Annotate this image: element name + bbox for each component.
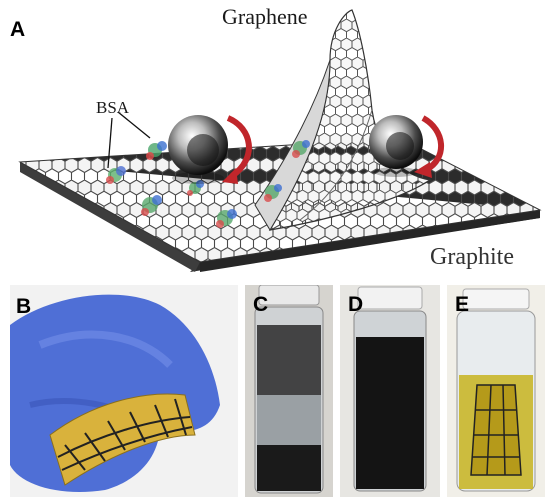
panel-a: A Graphene BSA Graphite — [10, 4, 542, 272]
rotation-arrow-icon — [222, 115, 252, 184]
panel-label-c: C — [253, 293, 269, 316]
bsa-pointer-line — [117, 111, 151, 139]
vial-e — [456, 288, 536, 492]
bsa-proteins — [106, 140, 310, 228]
vial-c — [254, 285, 324, 494]
rotating-ball-icon — [168, 115, 228, 184]
submerged-film — [470, 384, 522, 476]
panel-label-e: E — [455, 293, 470, 316]
flexible-film — [49, 393, 196, 486]
bsa-protein-icon — [264, 184, 282, 202]
rotating-ball-icon — [369, 115, 423, 177]
panel-label-b: B — [16, 295, 32, 318]
bsa-protein-icon — [106, 166, 126, 184]
panel-b-illustration — [10, 294, 220, 493]
bsa-pointer-line — [107, 117, 113, 169]
panel-d-photo: D — [340, 285, 440, 497]
rotation-arrow-icon — [414, 115, 445, 178]
panel-label-a: A — [10, 18, 26, 41]
bsa-protein-icon — [292, 140, 310, 158]
graphene-label: Graphene — [222, 4, 308, 29]
bsa-protein-icon — [146, 141, 167, 160]
bsa-protein-icon — [216, 209, 237, 228]
panel-e-photo: E — [447, 285, 545, 497]
glove — [10, 294, 220, 493]
bsa-label: BSA — [96, 98, 130, 117]
panel-a-illustration — [18, 9, 542, 272]
panel-label-d: D — [348, 293, 364, 316]
panel-c-photo: C — [245, 285, 333, 497]
bsa-protein-icon — [141, 195, 162, 216]
graphite-label: Graphite — [430, 244, 514, 270]
vial-d — [353, 286, 427, 492]
bsa-protein-icon — [187, 180, 204, 196]
panel-b-photo: B — [10, 285, 238, 497]
